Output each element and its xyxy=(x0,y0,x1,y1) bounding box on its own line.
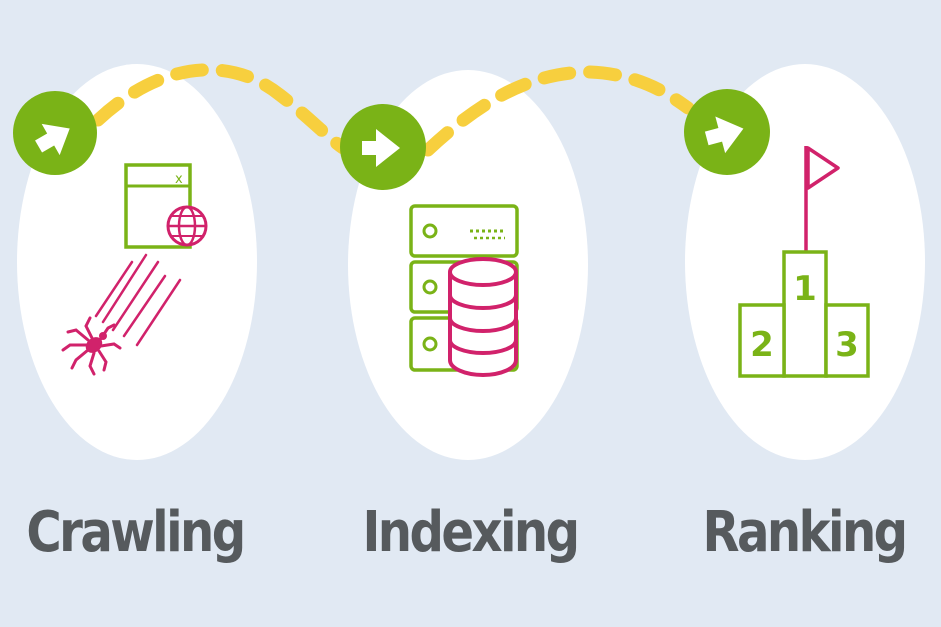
step-label-ranking: Ranking xyxy=(702,500,908,565)
spider-browser-icon: x xyxy=(61,163,208,376)
server-database-icon xyxy=(409,204,519,377)
server-unit-top xyxy=(409,204,519,258)
right-arrow-icon xyxy=(35,123,70,156)
flag-icon xyxy=(806,146,840,190)
podium-second xyxy=(738,303,786,378)
step-label-crawling: Crawling xyxy=(26,500,246,565)
arrow-badge-indexing xyxy=(340,104,426,190)
database-icon xyxy=(448,257,518,377)
arrow-badge-crawling xyxy=(13,91,97,175)
step-label-indexing: Indexing xyxy=(362,500,580,565)
speed-lines xyxy=(94,253,182,347)
podium-label-third: 3 xyxy=(835,325,859,365)
dashed-path-indexing-to-ranking xyxy=(421,65,695,157)
spider-icon xyxy=(61,316,122,376)
podium-third xyxy=(824,303,870,378)
right-arrow-icon xyxy=(362,129,400,167)
dashed-path-crawling-to-indexing xyxy=(91,63,350,155)
right-arrow-icon xyxy=(704,116,744,154)
browser-close-icon: x xyxy=(175,172,183,187)
podium-label-first: 1 xyxy=(793,269,817,309)
arrow-badge-ranking xyxy=(684,89,770,175)
globe-icon xyxy=(166,205,208,247)
podium-flag-icon: 1 2 3 xyxy=(738,146,870,378)
podium-label-second: 2 xyxy=(750,325,774,365)
